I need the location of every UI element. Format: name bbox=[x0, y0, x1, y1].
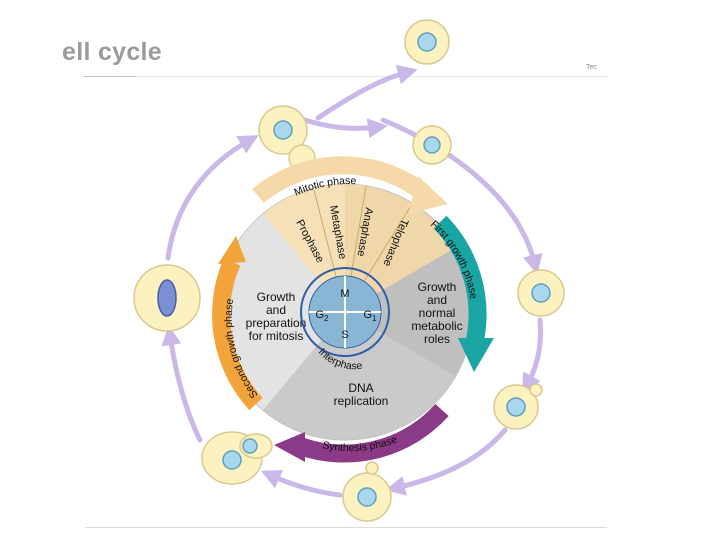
svg-text:replication: replication bbox=[334, 394, 389, 408]
svg-text:DNA: DNA bbox=[348, 381, 373, 395]
svg-text:and: and bbox=[427, 293, 447, 307]
g1-description: Growth and normal metabolic roles bbox=[411, 280, 462, 346]
outer-cycle-arrows bbox=[161, 64, 543, 498]
svg-text:roles: roles bbox=[424, 332, 450, 346]
hub-g2: G2 bbox=[315, 309, 329, 323]
cell-budding-top bbox=[258, 105, 316, 172]
footer-divider bbox=[85, 527, 607, 528]
cell-top bbox=[404, 19, 450, 65]
svg-text:and: and bbox=[266, 303, 286, 317]
svg-text:preparation: preparation bbox=[246, 316, 307, 330]
interphase-hub: M G1 S G2 Interphase bbox=[300, 267, 390, 372]
cycle-arrow-2 bbox=[522, 317, 543, 394]
mitotic-arrowhead bbox=[408, 176, 448, 214]
mitotic-arrow-band bbox=[252, 156, 431, 203]
wedge-g2 bbox=[217, 214, 345, 410]
title-underline bbox=[84, 76, 136, 77]
cell-left-dividing bbox=[133, 264, 201, 332]
cell-right bbox=[517, 269, 565, 317]
svg-text:metabolic: metabolic bbox=[411, 319, 462, 333]
g1-arrowhead bbox=[458, 338, 494, 372]
cycle-arrow-6 bbox=[165, 135, 259, 261]
hub-m: M bbox=[340, 288, 349, 300]
g2-arrowhead bbox=[218, 236, 246, 264]
g2-arrow-band bbox=[212, 258, 263, 411]
s-description: DNA replication bbox=[334, 381, 389, 408]
svg-text:normal: normal bbox=[419, 306, 456, 320]
g2-description: Growth and preparation for mitosis bbox=[246, 290, 307, 343]
svg-text:for mitosis: for mitosis bbox=[249, 329, 304, 343]
s-arrow-band bbox=[297, 403, 449, 463]
g1-arrow-band bbox=[433, 215, 487, 342]
header-divider bbox=[85, 76, 607, 77]
wedge-mitotic-right bbox=[345, 184, 455, 312]
slide-title: ell cycle bbox=[62, 38, 163, 66]
cycle-wheel bbox=[216, 183, 474, 441]
wedge-s bbox=[263, 312, 455, 440]
svg-text:Growth: Growth bbox=[418, 280, 457, 294]
cycle-arrow-1 bbox=[380, 117, 543, 275]
cycle-arrow-7 bbox=[302, 117, 388, 139]
cycle-arrow-5 bbox=[161, 325, 203, 443]
cycle-arrow-8 bbox=[315, 64, 418, 121]
corner-tag: Tec bbox=[586, 64, 597, 71]
cell-small-upper-right bbox=[412, 125, 452, 165]
cell-lower-right bbox=[493, 383, 543, 430]
cells bbox=[133, 19, 565, 522]
hub-s: S bbox=[341, 329, 348, 341]
cell-bottom-left bbox=[201, 431, 273, 485]
cell-bottom bbox=[342, 461, 392, 522]
wedge-g1 bbox=[345, 248, 473, 376]
cycle-arrow-3 bbox=[385, 427, 508, 496]
cycle-arrow-4 bbox=[260, 469, 343, 498]
wedge-mitotic-left bbox=[263, 184, 345, 312]
svg-text:Growth: Growth bbox=[257, 290, 296, 304]
s-arrowhead bbox=[274, 432, 305, 462]
phase-arrows bbox=[212, 156, 494, 463]
hub-g1: G1 bbox=[363, 309, 377, 323]
